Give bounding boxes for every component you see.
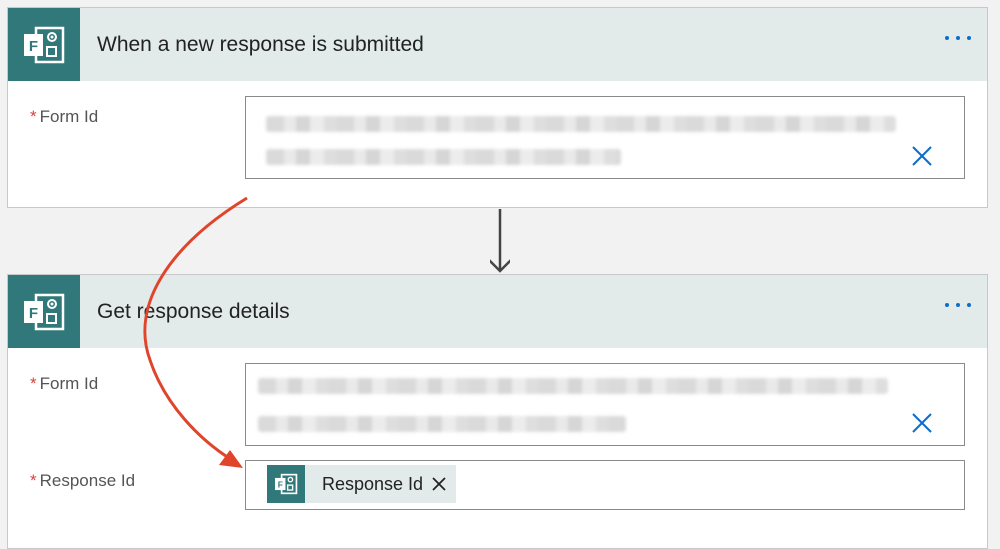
form-id-label-text: Form Id: [39, 374, 99, 393]
blurred-value: [266, 116, 896, 132]
down-arrow-icon: [490, 209, 510, 273]
more-options-icon[interactable]: [945, 36, 971, 40]
blurred-value: [266, 149, 621, 165]
forms-icon: F: [8, 275, 80, 348]
trigger-title: When a new response is submitted: [97, 32, 424, 56]
action-title: Get response details: [97, 299, 290, 323]
response-id-label-text: Response Id: [39, 471, 136, 490]
svg-text:F: F: [278, 480, 283, 489]
form-id-label: *Form Id: [30, 107, 98, 127]
trigger-card: F When a new response is submitted *Form…: [7, 7, 988, 208]
form-id-field[interactable]: [245, 96, 965, 179]
form-id-field[interactable]: [245, 363, 965, 446]
token-label: Response Id: [322, 473, 424, 494]
action-card: F Get response details *Form Id *Respons…: [7, 274, 988, 549]
more-options-icon[interactable]: [945, 303, 971, 307]
required-mark: *: [30, 374, 37, 393]
action-card-header[interactable]: F Get response details: [8, 275, 987, 348]
svg-text:F: F: [29, 38, 38, 55]
response-id-field[interactable]: F Response Id: [245, 460, 965, 510]
blurred-value: [258, 416, 626, 432]
blurred-value: [258, 378, 888, 394]
dynamic-content-token[interactable]: F Response Id: [267, 465, 457, 503]
required-mark: *: [30, 471, 37, 490]
remove-token-icon[interactable]: [432, 477, 446, 491]
forms-icon: F: [267, 465, 305, 503]
clear-icon[interactable]: [911, 145, 933, 167]
svg-text:F: F: [29, 305, 38, 322]
required-mark: *: [30, 107, 37, 126]
forms-icon: F: [8, 8, 80, 81]
form-id-label: *Form Id: [30, 374, 98, 394]
form-id-label-text: Form Id: [39, 107, 99, 126]
clear-icon[interactable]: [911, 412, 933, 434]
trigger-card-header[interactable]: F When a new response is submitted: [8, 8, 987, 81]
response-id-label: *Response Id: [30, 471, 135, 491]
